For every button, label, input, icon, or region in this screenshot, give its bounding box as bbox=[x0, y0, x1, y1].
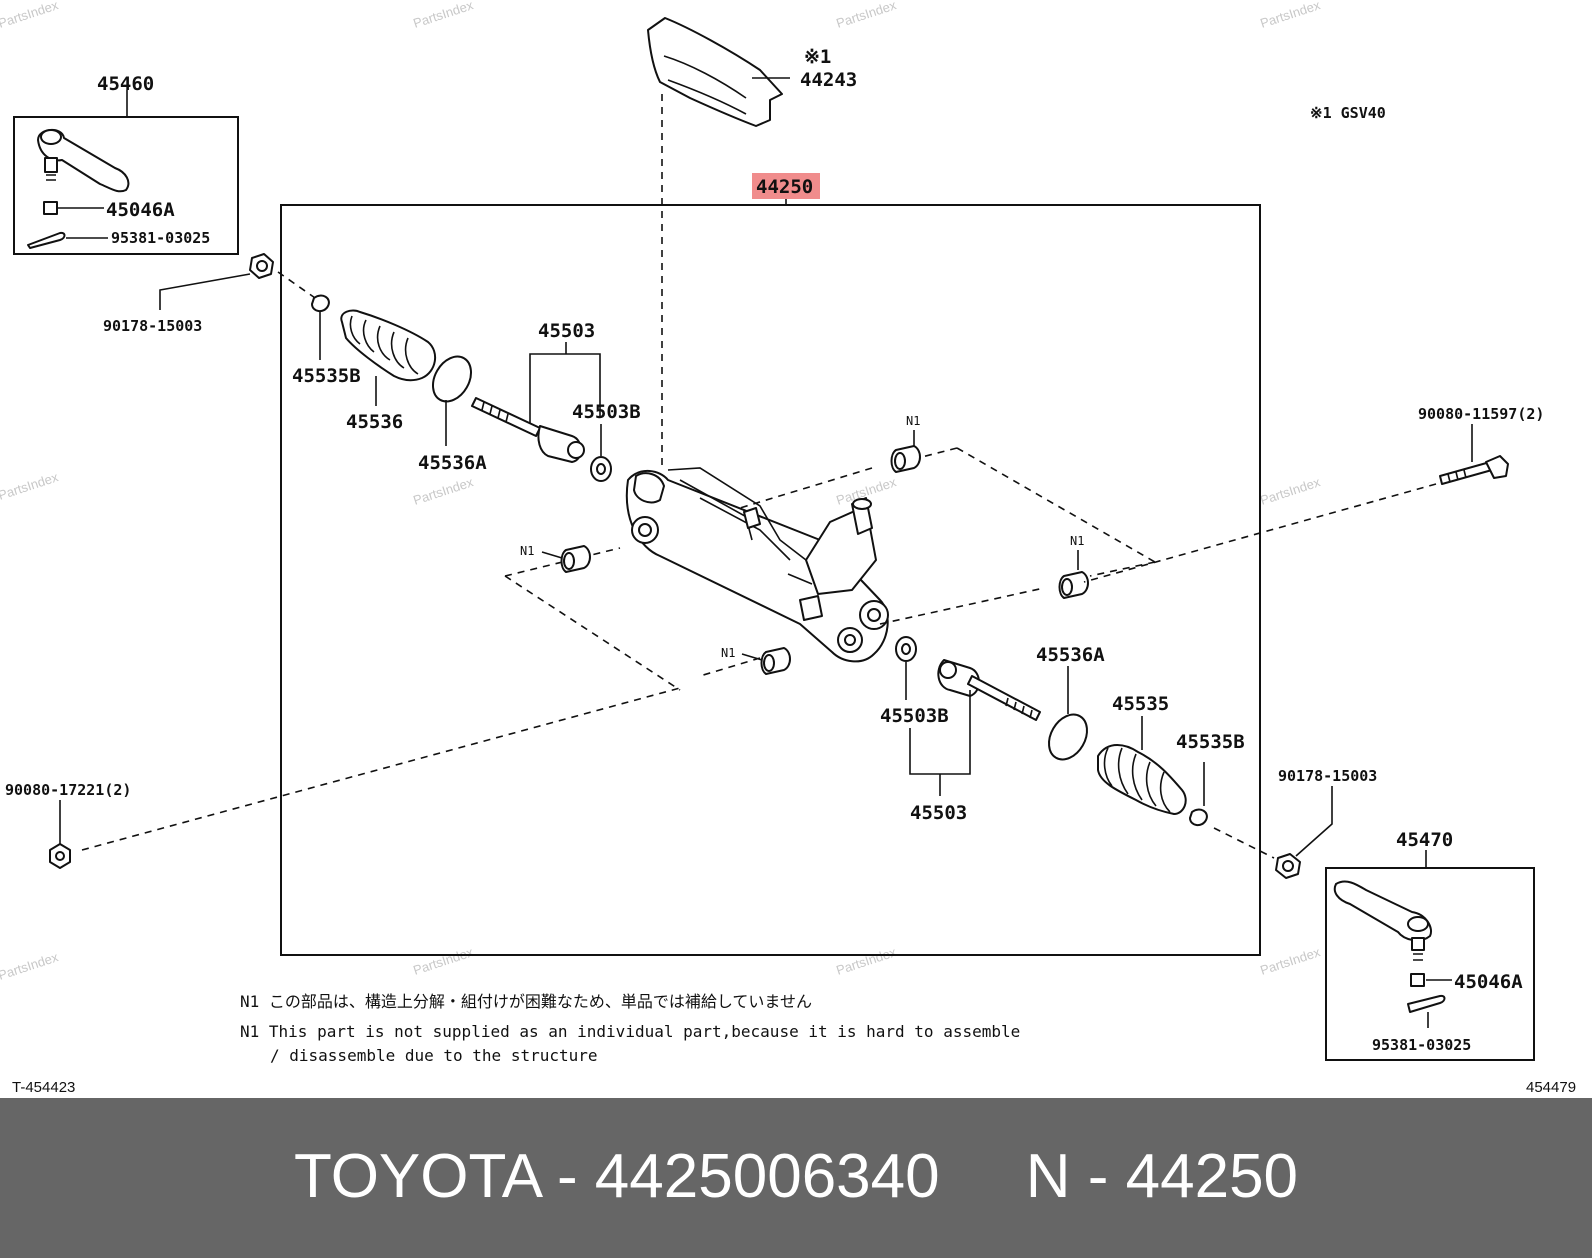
watermark: PartsIndex bbox=[0, 949, 61, 983]
part-label-45460[interactable]: 45460 bbox=[97, 73, 154, 95]
n1-label-left: N1 bbox=[520, 544, 534, 558]
bushing-n1-top bbox=[890, 445, 921, 473]
clamp-ring-45536A-right bbox=[1048, 713, 1088, 761]
bushing-n1-left bbox=[560, 545, 591, 573]
part-label-45535B-left[interactable]: 45535B bbox=[292, 365, 361, 387]
bushing-n1-right bbox=[1058, 571, 1089, 599]
washer-45503B-right bbox=[895, 636, 917, 662]
bolt-90080-11597 bbox=[1439, 455, 1509, 485]
watermark: PartsIndex bbox=[1258, 944, 1322, 978]
inner-tie-rod-45503-left bbox=[471, 397, 585, 463]
nut-90178-left bbox=[249, 253, 274, 279]
steering-rack-parts-diagram: PartsIndex PartsIndex PartsIndex PartsIn… bbox=[0, 0, 1576, 1096]
steering-rack-housing-44250 bbox=[625, 467, 889, 663]
heat-shield-44243 bbox=[647, 17, 783, 127]
gsv40-note: ※1 GSV40 bbox=[1310, 104, 1386, 122]
watermark: PartsIndex bbox=[1258, 0, 1322, 31]
part-label-95381-top[interactable]: 95381-03025 bbox=[111, 229, 210, 247]
clamp-ring-45536A-left bbox=[432, 355, 472, 403]
n1-label-top: N1 bbox=[906, 414, 920, 428]
tie-rod-end-45460 bbox=[27, 129, 130, 249]
watermark: PartsIndex bbox=[0, 469, 61, 503]
highlight-44250 bbox=[752, 173, 820, 199]
part-label-45503B-bottom[interactable]: 45503B bbox=[880, 705, 949, 727]
part-label-90080-17221[interactable]: 90080-17221(2) bbox=[5, 781, 131, 799]
clip-45535B-right bbox=[1189, 808, 1208, 826]
part-label-45470[interactable]: 45470 bbox=[1396, 829, 1453, 851]
part-label-90178-right[interactable]: 90178-15003 bbox=[1278, 767, 1377, 785]
tie-rod-end-45470 bbox=[1333, 880, 1446, 1013]
part-label-45535B-right[interactable]: 45535B bbox=[1176, 731, 1245, 753]
part-label-45046A-bottom[interactable]: 45046A bbox=[1454, 971, 1523, 993]
part-label-90178-left[interactable]: 90178-15003 bbox=[103, 317, 202, 335]
note-en-line1: N1 This part is not supplied as an indiv… bbox=[240, 1022, 1020, 1041]
ref-left: T-454423 bbox=[12, 1079, 75, 1096]
watermark: PartsIndex bbox=[411, 0, 475, 31]
n1-label-right: N1 bbox=[1070, 534, 1084, 548]
tie-rod-end-45460-box bbox=[13, 116, 239, 255]
part-label-45535[interactable]: 45535 bbox=[1112, 693, 1169, 715]
footer-part-number: TOYOTA - 4425006340 N - 44250 bbox=[293, 1141, 1299, 1211]
part-label-90080-11597[interactable]: 90080-11597(2) bbox=[1418, 405, 1544, 423]
part-label-45503B-top[interactable]: 45503B bbox=[572, 401, 641, 423]
watermark: PartsIndex bbox=[411, 474, 475, 508]
part-label-45536A-left[interactable]: 45536A bbox=[418, 452, 487, 474]
note-jp: N1 この部品は、構造上分解・組付けが困難なため、単品では補給していません bbox=[240, 992, 812, 1011]
part-label-45046A-top[interactable]: 45046A bbox=[106, 199, 175, 221]
n1-label-bottom: N1 bbox=[721, 646, 735, 660]
part-label-44243[interactable]: 44243 bbox=[800, 69, 857, 91]
watermark: PartsIndex bbox=[834, 944, 898, 978]
washer-45503B-left bbox=[590, 456, 612, 482]
boot-45535-right bbox=[1097, 744, 1187, 815]
nut-90080-17221 bbox=[49, 843, 71, 869]
bushing-n1-bottom bbox=[760, 647, 791, 675]
part-label-45536[interactable]: 45536 bbox=[346, 411, 403, 433]
part-label-44250[interactable]: 44250 bbox=[756, 176, 813, 198]
watermark: PartsIndex bbox=[0, 0, 61, 31]
assembly-44250-box bbox=[280, 204, 1261, 956]
ref-right: 454479 bbox=[1526, 1079, 1576, 1096]
note-en-line2: / disassemble due to the structure bbox=[270, 1046, 598, 1065]
part-label-45536A-right[interactable]: 45536A bbox=[1036, 644, 1105, 666]
note-mark-44243: ※1 bbox=[804, 46, 831, 68]
inner-tie-rod-45503-right bbox=[937, 659, 1041, 721]
part-label-45503-top[interactable]: 45503 bbox=[538, 320, 595, 342]
watermark: PartsIndex bbox=[411, 944, 475, 978]
part-label-45503-bottom[interactable]: 45503 bbox=[910, 802, 967, 824]
watermark: PartsIndex bbox=[834, 0, 898, 31]
boot-45536-left bbox=[340, 309, 437, 382]
footer-bar: TOYOTA - 4425006340 N - 44250 bbox=[0, 1098, 1592, 1258]
part-label-95381-bottom[interactable]: 95381-03025 bbox=[1372, 1036, 1471, 1054]
tie-rod-end-45470-box bbox=[1325, 867, 1535, 1061]
nut-90178-right bbox=[1275, 853, 1301, 879]
watermark: PartsIndex bbox=[1258, 474, 1322, 508]
clip-45535B-left bbox=[311, 294, 330, 312]
